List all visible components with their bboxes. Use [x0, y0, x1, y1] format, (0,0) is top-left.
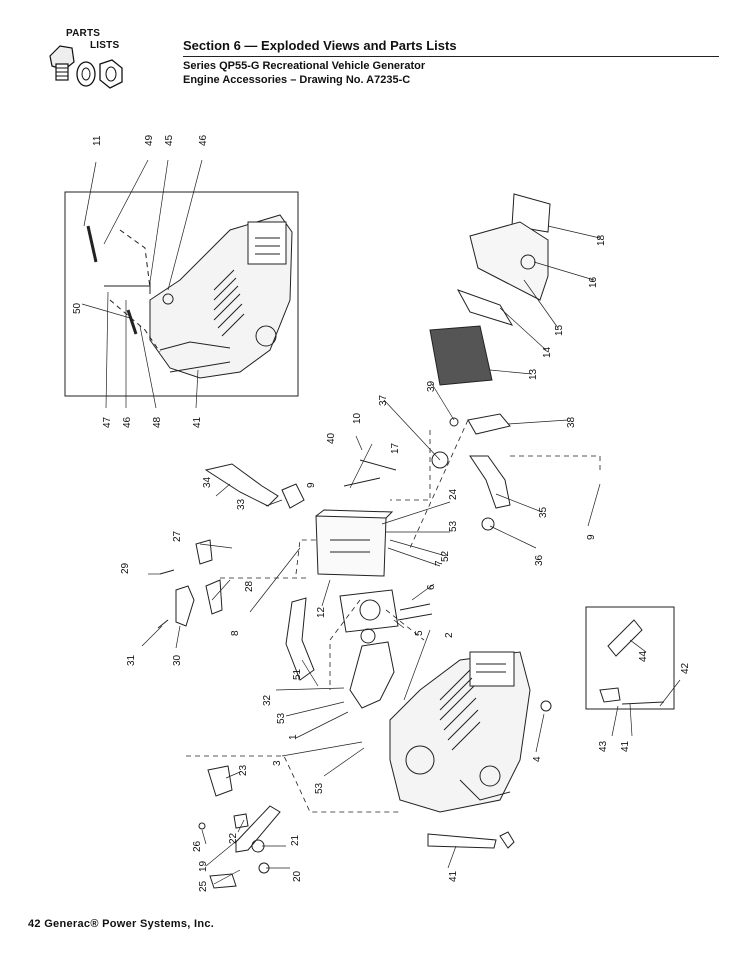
drawing-subtitle: Engine Accessories – Drawing No. A7235-C [183, 74, 411, 86]
part-number-label: 7 [434, 560, 445, 566]
part-number-label: 45 [164, 134, 175, 146]
logo-label-lists: LISTS [90, 40, 120, 51]
main-engine-illustration [389, 651, 552, 813]
part-number-label: 41 [192, 416, 203, 428]
part-number-label: 24 [448, 488, 459, 500]
part-number-label: 44 [638, 650, 649, 662]
part-number-label: 2 [444, 632, 455, 638]
part-number-label: 27 [172, 530, 183, 542]
part-number-label: 48 [152, 416, 163, 428]
bracket-parts [157, 539, 223, 629]
part-number-label: 13 [528, 368, 539, 380]
part-number-label: 38 [566, 416, 577, 428]
part-number-label: 17 [390, 442, 401, 454]
part-number-label: 47 [102, 416, 113, 428]
part-number-label: 53 [276, 712, 287, 724]
part-number-label: 10 [352, 412, 363, 424]
page-footer: 42 Generac® Power Systems, Inc. [28, 918, 215, 930]
air-filter-assembly [429, 193, 551, 531]
part-number-label: 16 [588, 276, 599, 288]
part-number-label: 20 [292, 870, 303, 882]
top-engine-illustration [86, 214, 293, 379]
top-detail-box [64, 191, 299, 397]
part-number-label: 32 [262, 694, 273, 706]
part-number-label: 41 [448, 870, 459, 882]
part-number-label: 9 [586, 534, 597, 540]
part-number-label: 15 [554, 324, 565, 336]
part-number-label: 23 [238, 764, 249, 776]
header-rule [183, 56, 719, 57]
part-number-label: 8 [230, 630, 241, 636]
part-number-label: 26 [192, 840, 203, 852]
part-number-label: 49 [144, 134, 155, 146]
part-number-label: 52 [440, 550, 451, 562]
part-number-label: 41 [620, 740, 631, 752]
part-number-label: 53 [314, 782, 325, 794]
part-number-label: 29 [120, 562, 131, 574]
logo-label-parts: PARTS [66, 28, 101, 39]
part-number-label: 9 [306, 482, 317, 488]
part-number-label: 14 [542, 346, 553, 358]
fittings-icon [49, 45, 123, 89]
part-number-label: 3 [272, 760, 283, 766]
part-number-label: 36 [534, 554, 545, 566]
part-number-label: 42 [680, 662, 691, 674]
part-number-label: 31 [126, 654, 137, 666]
part-number-label: 12 [316, 606, 327, 618]
part-number-label: 53 [448, 520, 459, 532]
part-number-label: 37 [378, 394, 389, 406]
section-title: Section 6 — Exploded Views and Parts Lis… [183, 38, 457, 53]
part-number-label: 21 [290, 834, 301, 846]
part-number-label: 46 [198, 134, 209, 146]
part-number-label: 46 [122, 416, 133, 428]
parts-lists-logo: PARTS LISTS [44, 28, 126, 94]
part-number-label: 50 [72, 302, 83, 314]
part-number-label: 25 [198, 880, 209, 892]
part-number-label: 43 [598, 740, 609, 752]
part-number-label: 19 [198, 860, 209, 872]
part-number-label: 33 [236, 498, 247, 510]
part-number-label: 1 [288, 734, 299, 740]
part-number-label: 39 [426, 380, 437, 392]
part-number-label: 35 [538, 506, 549, 518]
part-number-label: 4 [532, 756, 543, 762]
part-number-label: 18 [596, 234, 607, 246]
part-number-label: 6 [426, 584, 437, 590]
part-number-label: 22 [228, 832, 239, 844]
part-number-label: 40 [326, 432, 337, 444]
assembly-dashed-lines [186, 419, 601, 813]
series-subtitle: Series QP55-G Recreational Vehicle Gener… [183, 60, 426, 72]
part-number-label: 51 [292, 668, 303, 680]
part-number-label: 5 [414, 630, 425, 636]
governor-linkage [599, 619, 665, 705]
part-number-label: 34 [202, 476, 213, 488]
carburetor-assembly [204, 459, 433, 709]
part-number-label: 30 [172, 654, 183, 666]
governor-detail-box [585, 606, 675, 710]
leader-lines [81, 159, 681, 885]
part-number-label: 28 [244, 580, 255, 592]
part-number-label: 11 [92, 135, 103, 146]
